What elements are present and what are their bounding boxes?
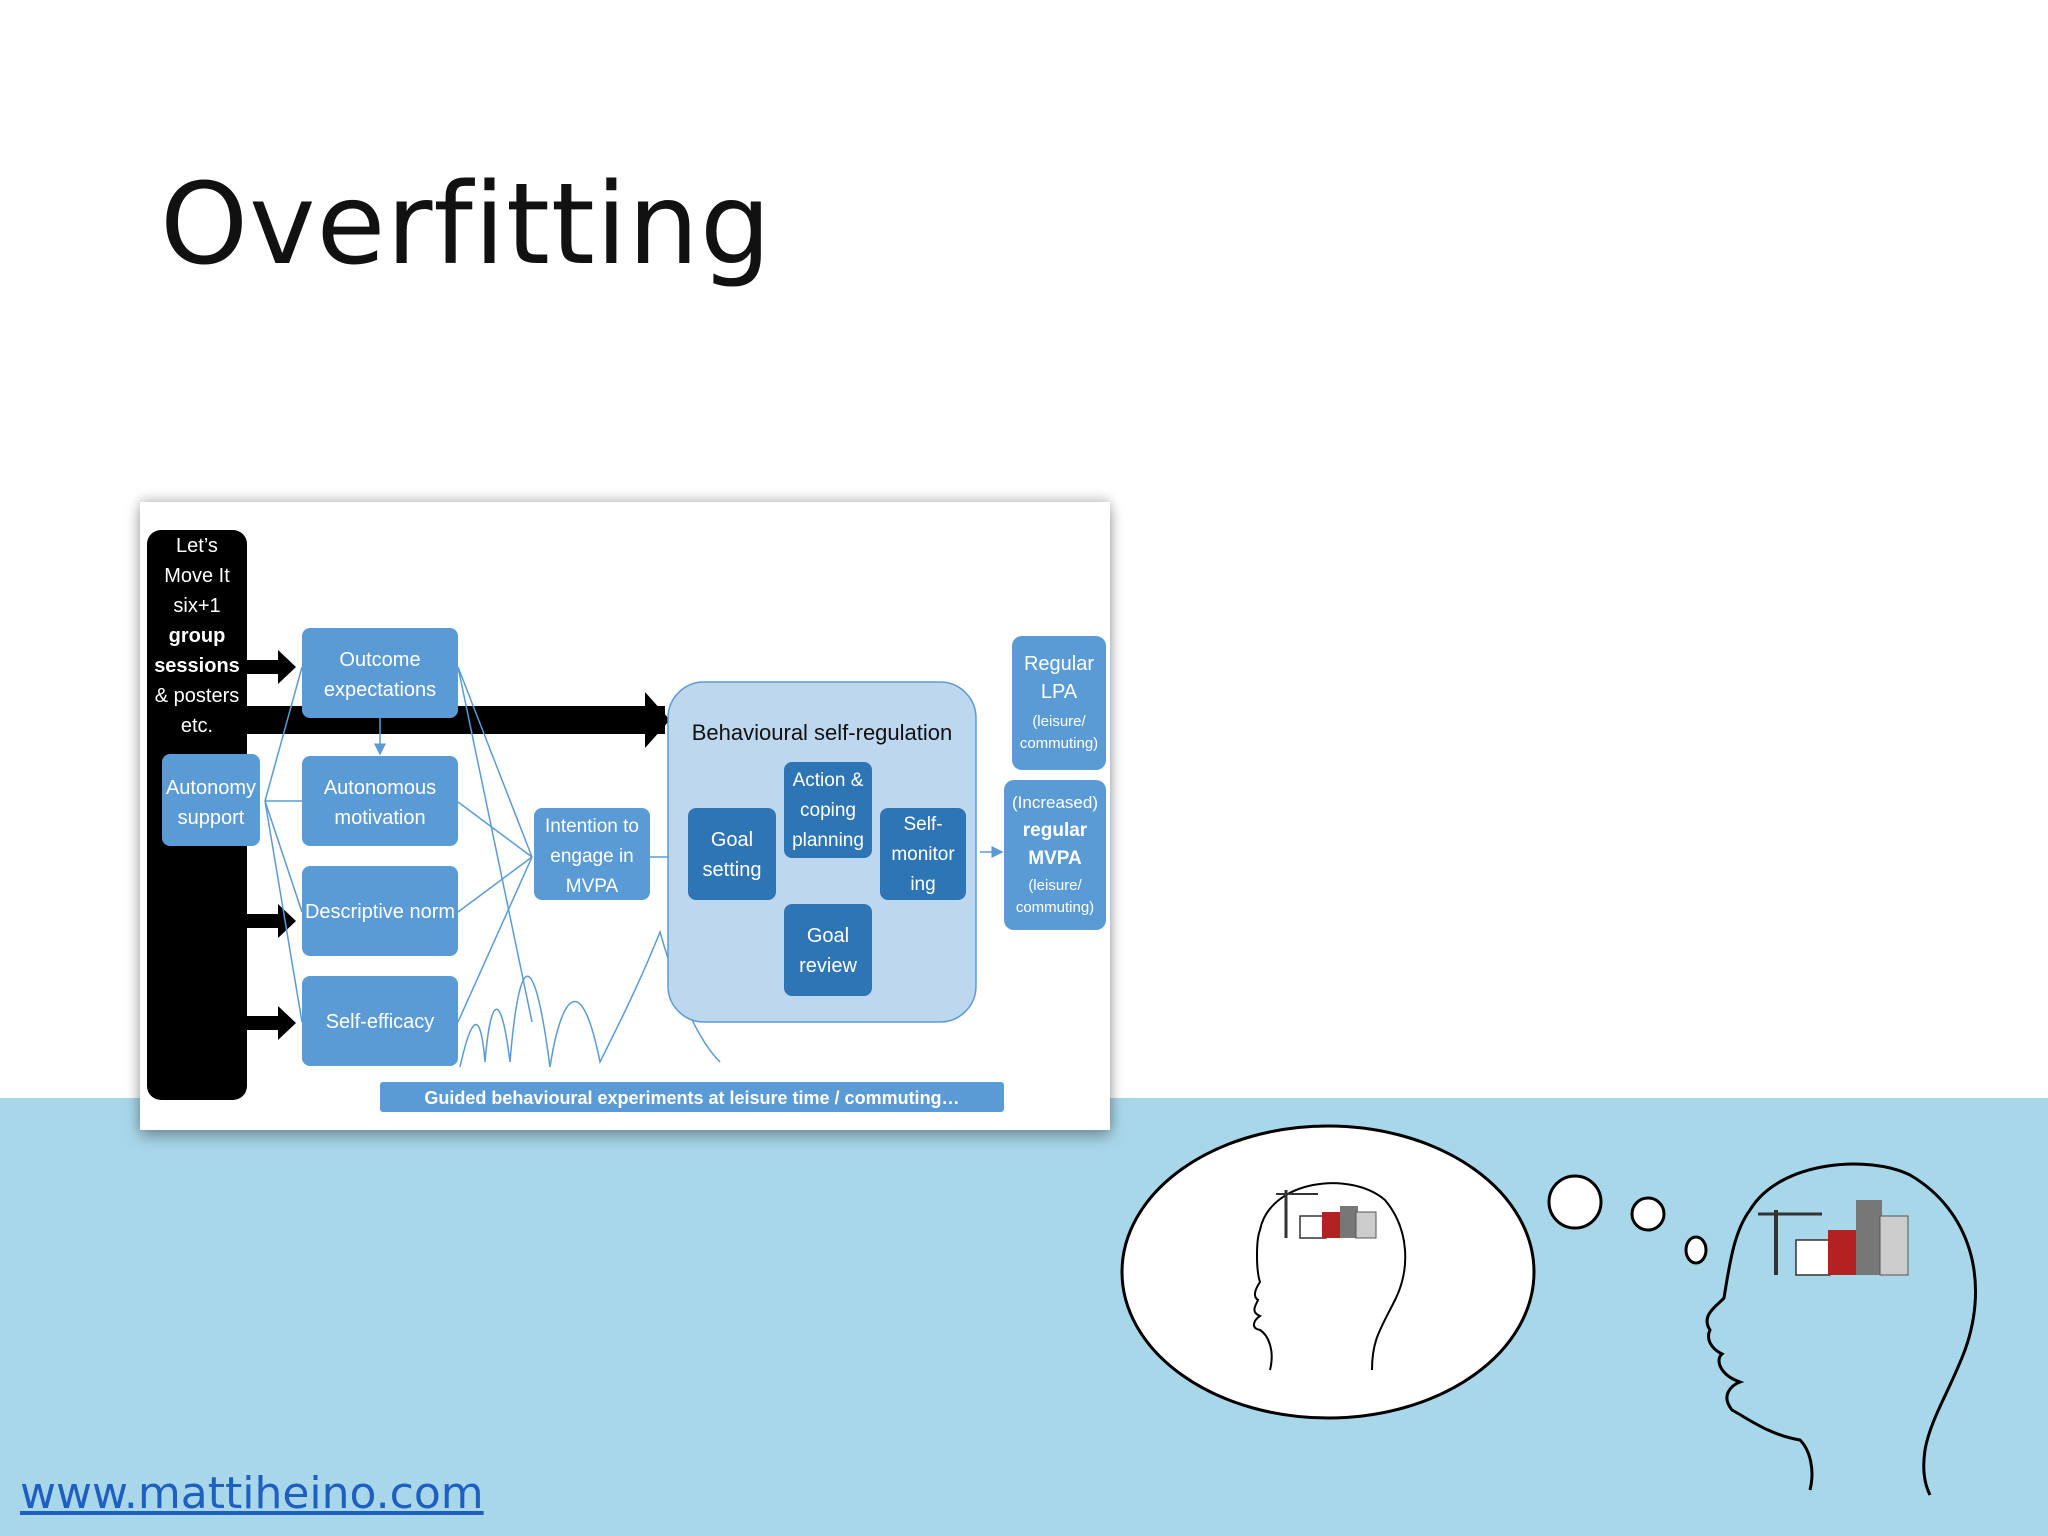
descriptive-norm-box <box>302 866 458 956</box>
regular-lpa-line-3: (leisure/ <box>1032 713 1086 730</box>
regular-mvpa-box <box>1004 780 1106 930</box>
goal-setting-line-1: Goal <box>711 829 753 851</box>
action-coping-line-3: planning <box>792 830 864 851</box>
goal-review-line-2: review <box>799 955 857 977</box>
bar-line-4: group <box>169 625 226 647</box>
large-city-icon <box>1758 1200 1909 1276</box>
small-head-outline <box>1253 1182 1407 1371</box>
large-head-outline <box>1705 1162 1977 1496</box>
action-coping-planning-box <box>784 762 872 858</box>
action-coping-line-2: coping <box>800 800 856 821</box>
goal-review-line-1: Goal <box>807 925 849 947</box>
bar-line-5: sessions <box>154 655 240 677</box>
regular-lpa-line-4: commuting) <box>1020 735 1098 752</box>
bar-line-1: Let’s <box>176 535 218 557</box>
autonomous-motivation-line-2: motivation <box>334 807 425 829</box>
bar-line-3: six+1 <box>173 595 220 617</box>
autonomous-motivation-line-1: Autonomous <box>324 777 436 799</box>
self-regulation-title: Behavioural self-regulation <box>692 720 953 745</box>
thought-bubble <box>1120 1124 1536 1420</box>
guided-experiments-label: Guided behavioural experiments at leisur… <box>424 1088 959 1108</box>
autonomy-support-box <box>162 754 260 846</box>
autonomy-support-line-1: Autonomy <box>166 777 256 799</box>
self-monitoring-line-2: monitor <box>891 844 955 865</box>
autonomous-motivation-box <box>302 756 458 846</box>
thought-dot-medium <box>1630 1196 1666 1232</box>
website-link[interactable]: www.mattiheino.com <box>20 1468 484 1519</box>
goal-review-box <box>784 904 872 996</box>
regular-mvpa-line-3: MVPA <box>1028 848 1082 869</box>
thought-dot-large <box>1547 1174 1603 1230</box>
self-monitoring-box <box>880 808 966 900</box>
intention-line-3: MVPA <box>566 876 619 897</box>
self-monitoring-line-3: ing <box>910 874 935 895</box>
bar-line-7: etc. <box>181 715 213 737</box>
goal-setting-box <box>688 808 776 900</box>
guided-experiments-bar <box>380 1082 1004 1112</box>
regular-mvpa-line-1: (Increased) <box>1012 793 1098 812</box>
self-monitoring-line-1: Self- <box>903 814 942 835</box>
action-coping-line-1: Action & <box>793 770 864 791</box>
small-city-icon <box>1276 1190 1377 1239</box>
regular-lpa-box <box>1012 636 1106 770</box>
diagram-canvas: Let’s Move It six+1 group sessions & pos… <box>147 530 1106 1112</box>
regular-lpa-line-2: LPA <box>1041 681 1078 703</box>
goal-setting-line-2: setting <box>703 859 762 881</box>
regular-mvpa-line-5: commuting) <box>1016 899 1094 916</box>
regular-mvpa-line-2: regular <box>1023 820 1088 841</box>
intention-line-1: Intention to <box>545 816 639 837</box>
bar-line-6: & posters <box>155 685 239 707</box>
bar-line-2: Move It <box>164 565 230 587</box>
descriptive-norm-label: Descriptive norm <box>305 901 455 923</box>
outcome-expectations-line-2: expectations <box>324 679 436 701</box>
intention-line-2: engage in <box>550 846 633 867</box>
regular-mvpa-line-4: (leisure/ <box>1028 877 1082 894</box>
outcome-expectations-line-1: Outcome <box>339 649 420 671</box>
thought-dot-small <box>1684 1235 1708 1265</box>
outcome-expectations-box <box>302 628 458 718</box>
model-diagram: Let’s Move It six+1 group sessions & pos… <box>140 502 1110 1130</box>
regular-lpa-line-1: Regular <box>1024 653 1094 675</box>
intention-box <box>534 808 650 900</box>
self-efficacy-label: Self-efficacy <box>326 1011 435 1033</box>
thought-bubble-illustration <box>1120 1124 1977 1496</box>
slide-title: Overfitting <box>160 160 772 290</box>
autonomy-support-line-2: support <box>178 807 245 829</box>
connector-lines <box>264 666 1004 1068</box>
self-efficacy-box <box>302 976 458 1066</box>
